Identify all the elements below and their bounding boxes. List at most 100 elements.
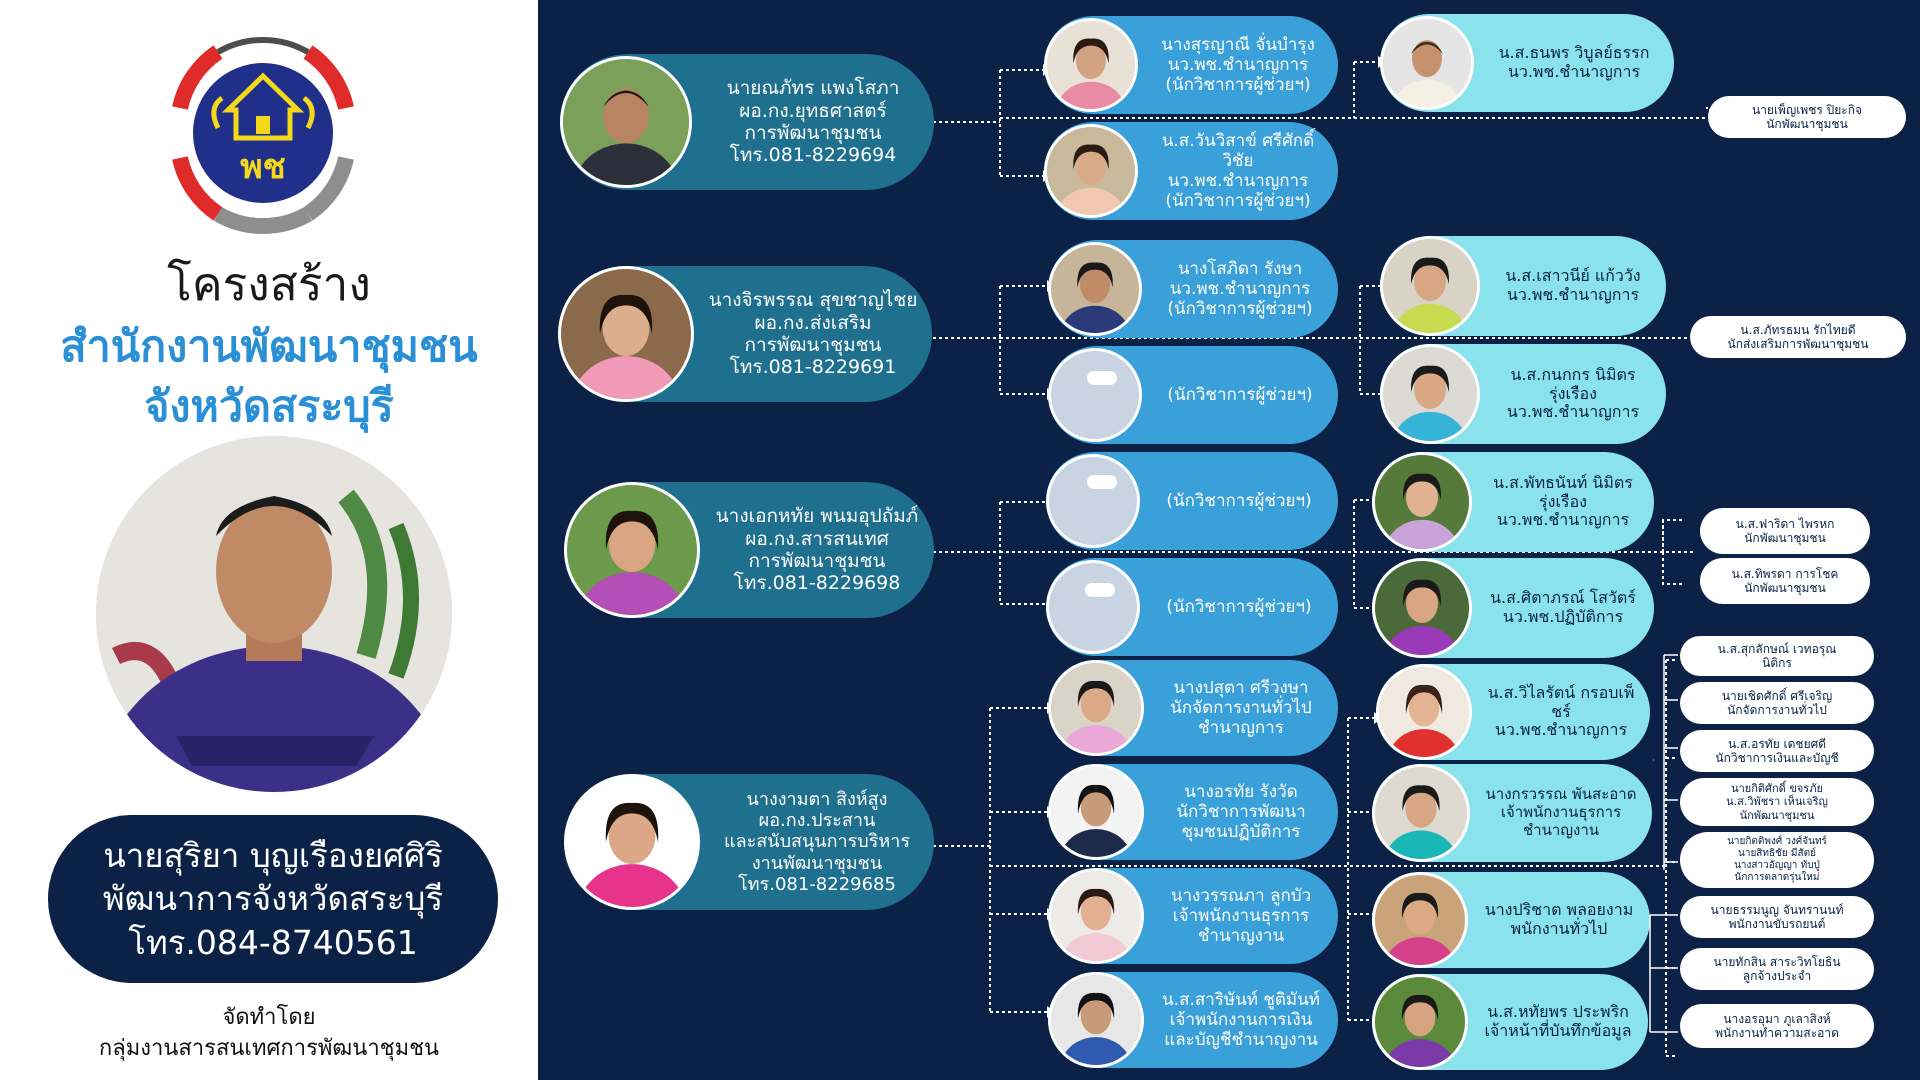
chief-phone: โทร.084-8740561	[128, 922, 418, 962]
made-by: จัดทำโดย กลุ่มงานสารสนเทศการพัฒนาชุมชน	[0, 1003, 538, 1065]
staff-photo	[1372, 872, 1468, 968]
staff-card: นางอรทัย รังวัดนักวิชาการพัฒนาชุมชนปฏิบั…	[1048, 764, 1338, 860]
staff-name: น.ส.กนกกร นิมิตรรุ่งเรือง	[1510, 364, 1636, 403]
pill-position: พนักงานทำความสะอาด	[1715, 1026, 1839, 1040]
staff-position: นว.พช.ชำนาญการ	[1167, 54, 1309, 75]
staff-pill: น.ส.อรทัย เดชยศดีนักวิชาการเงินและบัญชี	[1680, 730, 1874, 772]
placeholder-photo	[1048, 348, 1142, 442]
staff-position: นว.พช.ปฏิบัติการ	[1502, 607, 1624, 626]
pill-name-3: นางสาวอัญญา ทับปู่	[1734, 860, 1820, 871]
staff-position: เจ้าพนักงานธุรการ	[1500, 803, 1622, 822]
pill-position: นักพัฒนาชุมชน	[1744, 581, 1826, 595]
staff-name: น.ส.หทัยพร ประพริก	[1487, 1002, 1629, 1022]
staff-position: นว.พช.ชำนาญการ	[1506, 402, 1640, 422]
staff-pill: น.ส.สุกลักษณ์ เวทอรุณนิติกร	[1680, 636, 1874, 676]
head-photo	[560, 56, 692, 188]
staff-position-2: ชำนาญงาน	[1522, 820, 1600, 839]
staff-note: (นักวิชาการผู้ช่วยฯ)	[1165, 75, 1311, 96]
head-card-coordination: นางงามตา สิงห์สูง ผอ.กง.ประสาน และสนับสน…	[564, 774, 934, 910]
staff-photo	[1372, 974, 1468, 1070]
staff-photo	[1380, 236, 1480, 336]
staff-pill: นายธรรมนูญ จันทรานนท์พนักงานขับรถยนต์	[1680, 896, 1874, 938]
pill-name: นายทักสิน สาระวิทโยธิน	[1713, 954, 1841, 969]
pill-name: นายกิตติพงศ์ วงศ์จันทร์	[1727, 836, 1827, 847]
staff-photo	[1380, 16, 1474, 110]
head-position: ผอ.กง.ส่งเสริม	[754, 311, 872, 334]
staff-note: (นักวิชาการผู้ช่วยฯ)	[1166, 490, 1312, 511]
pill-position: นักพัฒนาชุมชน	[1744, 531, 1826, 545]
staff-card: นางสุรญาณี จั่นบำรุงนว.พช.ชำนาญการ(นักวิ…	[1044, 16, 1338, 114]
staff-card: นางปสุตา ศรีวงษานักจัดการงานทั่วไปชำนาญก…	[1048, 660, 1338, 756]
head-position-2: และสนับสนุนการบริหาร	[723, 831, 911, 853]
staff-card: นางกรวรรณ พันสะอาดเจ้าพนักงานธุรการชำนาญ…	[1372, 764, 1652, 862]
head-photo	[564, 774, 700, 910]
staff-card: น.ส.หทัยพร ประพริกเจ้าหน้าที่บันทึกข้อมู…	[1372, 974, 1648, 1070]
staff-card: น.ส.พัทธนันท์ นิมิตรรุ่งเรืองนว.พช.ชำนาญ…	[1372, 452, 1654, 552]
staff-name: น.ส.ศิตาภรณ์ โสวัตร์	[1490, 588, 1636, 608]
staff-name: นางสุรญาณี จั่นบำรุง	[1161, 34, 1315, 55]
staff-photo	[1044, 18, 1138, 112]
staff-name: น.ส.เสาวนีย์ แก้ววัง	[1505, 266, 1641, 286]
staff-card: น.ส.ธนพร วิบูลย์ธรรกนว.พช.ชำนาญการ	[1380, 14, 1674, 112]
staff-pill: นายกิติศักดิ์ ขจรภัยน.ส.วิพัชรา เห็นเจริ…	[1680, 778, 1874, 826]
head-card-strategy: นายณภัทร แพงโสภา ผอ.กง.ยุทธศาสตร์ การพัฒ…	[560, 54, 934, 190]
pill-position: นักส่งเสริมการพัฒนาชุมชน	[1727, 337, 1869, 351]
staff-card-vacant: (นักวิชาการผู้ช่วยฯ)	[1048, 346, 1338, 444]
staff-position-2: ชุมชนปฏิบัติการ	[1181, 822, 1301, 843]
head-photo	[564, 482, 700, 618]
pill-name-2: นายสิทธิชัย มีสัตย์	[1738, 848, 1816, 859]
staff-card: น.ส.ศิตาภรณ์ โสวัตร์นว.พช.ปฏิบัติการ	[1372, 558, 1654, 658]
staff-card: นางวรรณภา ลูกบัวเจ้าพนักงานธุรการชำนาญงา…	[1048, 868, 1338, 964]
head-position: ผอ.กง.ยุทธศาสตร์	[739, 99, 887, 122]
page-title: โครงสร้าง	[167, 257, 371, 311]
head-position: ผอ.กง.สารสนเทศ	[745, 527, 889, 550]
head-card-information: นางเอกหทัย พนมอุปถัมภ์ ผอ.กง.สารสนเทศ กา…	[564, 482, 934, 618]
staff-note: (นักวิชาการผู้ช่วยฯ)	[1166, 596, 1312, 617]
head-name: นางงามตา สิงห์สูง	[746, 788, 888, 810]
staff-name: น.ส.สาริษันท์ ชูติมันท์	[1162, 989, 1320, 1010]
head-position-2: การพัฒนาชุมชน	[744, 334, 882, 356]
head-position: ผอ.กง.ประสาน	[758, 810, 876, 832]
staff-card: น.ส.กนกกร นิมิตรรุ่งเรืองนว.พช.ชำนาญการ	[1380, 344, 1666, 444]
staff-photo	[1048, 764, 1144, 860]
staff-position-2: และบัญชีชำนาญงาน	[1164, 1030, 1318, 1051]
head-photo	[558, 266, 694, 402]
pill-position: พนักงานขับรถยนต์	[1728, 917, 1826, 931]
staff-name: นางอรทัย รังวัด	[1184, 781, 1298, 802]
staff-card: น.ส.สาริษันท์ ชูติมันท์เจ้าพนักงานการเงิ…	[1048, 972, 1338, 1068]
cdd-logo: พช	[172, 36, 354, 235]
org-name-line2: จังหวัดสระบุรี	[144, 382, 394, 432]
staff-position: เจ้าพนักงานธุรการ	[1172, 905, 1310, 926]
chief-info-card: นายสุริยา บุญเรืองยศศิริ พัฒนาการจังหวัด…	[48, 815, 498, 983]
pill-name: น.ส.ภัทรธมน รักไทยดี	[1740, 322, 1856, 337]
staff-name: นางปสุตา ศรีวงษา	[1173, 677, 1309, 698]
staff-card-vacant: (นักวิชาการผู้ช่วยฯ)	[1046, 452, 1338, 550]
staff-pill: น.ส.ทิพรดา การโชคนักพัฒนาชุมชน	[1700, 558, 1870, 604]
staff-card: น.ส.วิไลรัตน์ กรอบเพ็ชร์นว.พช.ชำนาญการ	[1376, 664, 1650, 760]
staff-name: นางปริชาต พลอยงาม	[1484, 900, 1634, 920]
staff-pill: น.ส.ฟาริดา ไพรหกนักพัฒนาชุมชน	[1700, 508, 1870, 554]
staff-position: นว.พช.ชำนาญการ	[1496, 510, 1630, 530]
staff-card: นางปริชาต พลอยงามพนักงานทั่วไป	[1372, 872, 1650, 968]
staff-position: พนักงานทั่วไป	[1510, 919, 1608, 938]
org-chart-panel: นายณภัทร แพงโสภา ผอ.กง.ยุทธศาสตร์ การพัฒ…	[538, 0, 1920, 1080]
staff-position-2: ชำนาญงาน	[1197, 926, 1285, 947]
staff-name: นางโสภิดา รังษา	[1177, 258, 1303, 279]
pill-name: น.ส.ทิพรดา การโชค	[1731, 566, 1839, 581]
pill-name: น.ส.ฟาริดา ไพรหก	[1735, 516, 1835, 531]
head-name: นางเอกหทัย พนมอุปถัมภ์	[715, 505, 919, 528]
staff-photo	[1380, 344, 1480, 444]
staff-position: นว.พช.ชำนาญการ	[1506, 285, 1640, 304]
staff-card: นางโสภิดา รังษานว.พช.ชำนาญการ(นักวิชาการ…	[1048, 240, 1338, 338]
head-name: นางจิรพรรณ สุขชาญไชย	[708, 289, 918, 312]
pill-name: นายเพ็ญเพชร ปิยะกิจ	[1751, 102, 1862, 117]
head-position-2: การพัฒนาชุมชน	[748, 550, 886, 572]
pill-position: นิติกร	[1762, 656, 1792, 670]
pill-position: นักการตลาดรุ่นใหม่	[1734, 872, 1820, 883]
staff-position: เจ้าพนักงานการเงิน	[1169, 1009, 1313, 1030]
head-card-promotion: นางจิรพรรณ สุขชาญไชย ผอ.กง.ส่งเสริม การพ…	[558, 266, 932, 402]
chief-position: พัฒนาการจังหวัดสระบุรี	[102, 879, 444, 919]
staff-card: น.ส.เสาวนีย์ แก้ววังนว.พช.ชำนาญการ	[1380, 236, 1666, 336]
staff-name: น.ส.วิไลรัตน์ กรอบเพ็ชร์	[1487, 682, 1635, 721]
head-phone: โทร.081-8229685	[738, 873, 896, 895]
